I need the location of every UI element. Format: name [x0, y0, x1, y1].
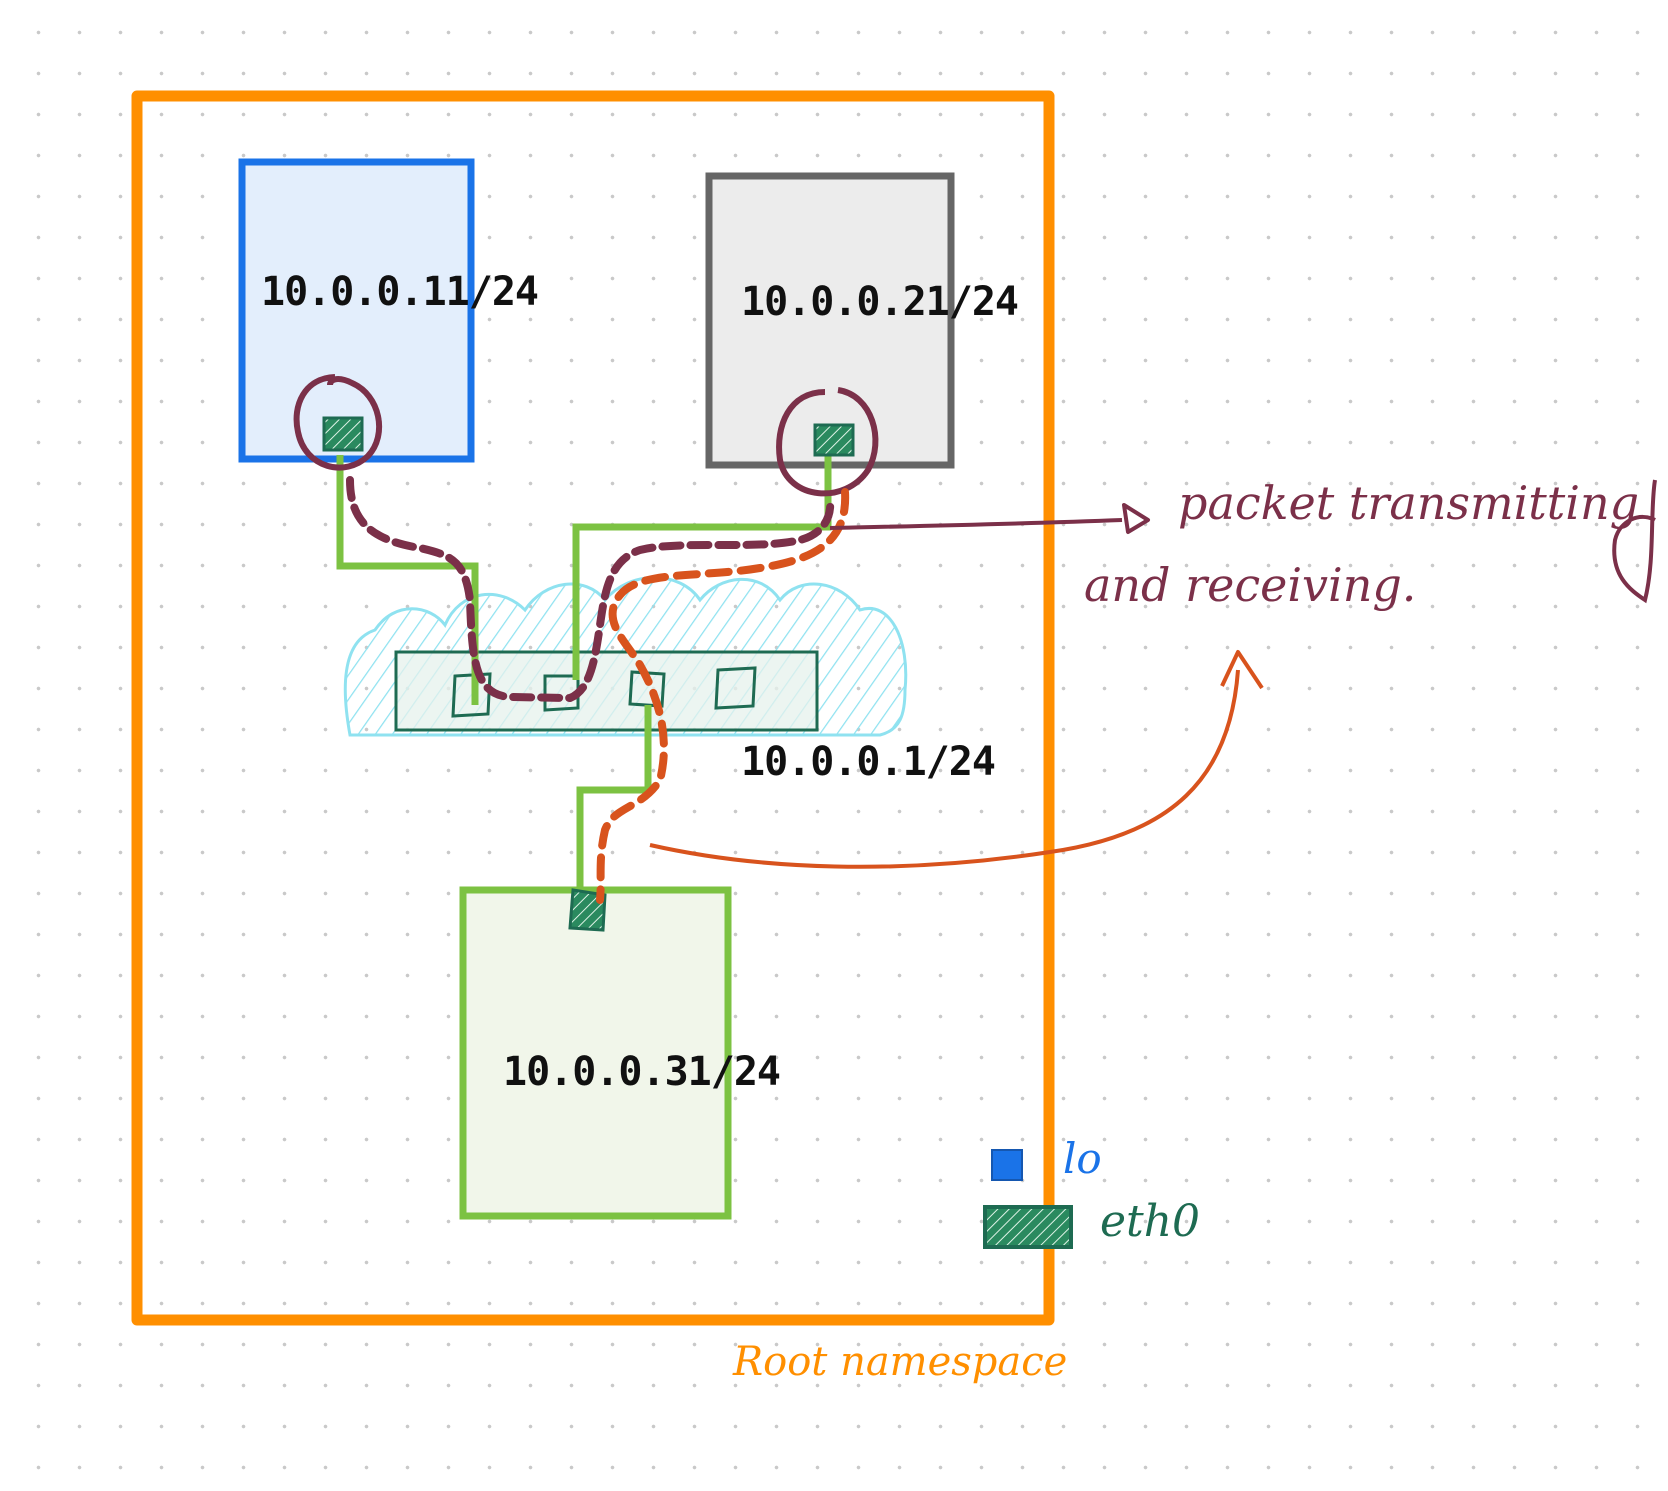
- legend-eth0-label: eth0: [1100, 1196, 1201, 1247]
- legend-lo-label: lo: [1063, 1134, 1102, 1183]
- bridge-box: [394, 650, 819, 732]
- arrow-icon: [829, 503, 1150, 534]
- eth0-interface-icon: [322, 416, 364, 452]
- legend-eth0-icon: [983, 1205, 1073, 1249]
- bridge-ip-label: 10.0.0.1/24: [741, 739, 996, 785]
- annotation-flourish: [1612, 479, 1657, 604]
- packet-path-ns2-to-ns3: [596, 488, 850, 904]
- namespace-3-box: [459, 886, 732, 1220]
- namespace-2-ip-label: 10.0.0.21/24: [741, 279, 1019, 325]
- packet-path-ns1-to-ns2: [346, 476, 835, 703]
- namespace-1-box: [238, 158, 475, 463]
- root-namespace-label: Root namespace: [733, 1339, 1068, 1385]
- lo-interface-icon: [991, 1149, 1023, 1181]
- root-namespace-box: [131, 90, 1055, 1326]
- eth0-interface-icon: [813, 423, 855, 457]
- veth-cable-ns2: [572, 450, 832, 680]
- arrow-icon: [649, 650, 1264, 869]
- annotation-line-1: packet transmitting: [1178, 476, 1640, 530]
- namespace-1-ip-label: 10.0.0.11/24: [261, 269, 539, 315]
- namespace-3-ip-label: 10.0.0.31/24: [503, 1049, 781, 1095]
- annotation-line-2: and receiving.: [1084, 558, 1417, 612]
- veth-cable-ns3: [576, 705, 652, 893]
- interface-highlight-circles: [293, 374, 879, 497]
